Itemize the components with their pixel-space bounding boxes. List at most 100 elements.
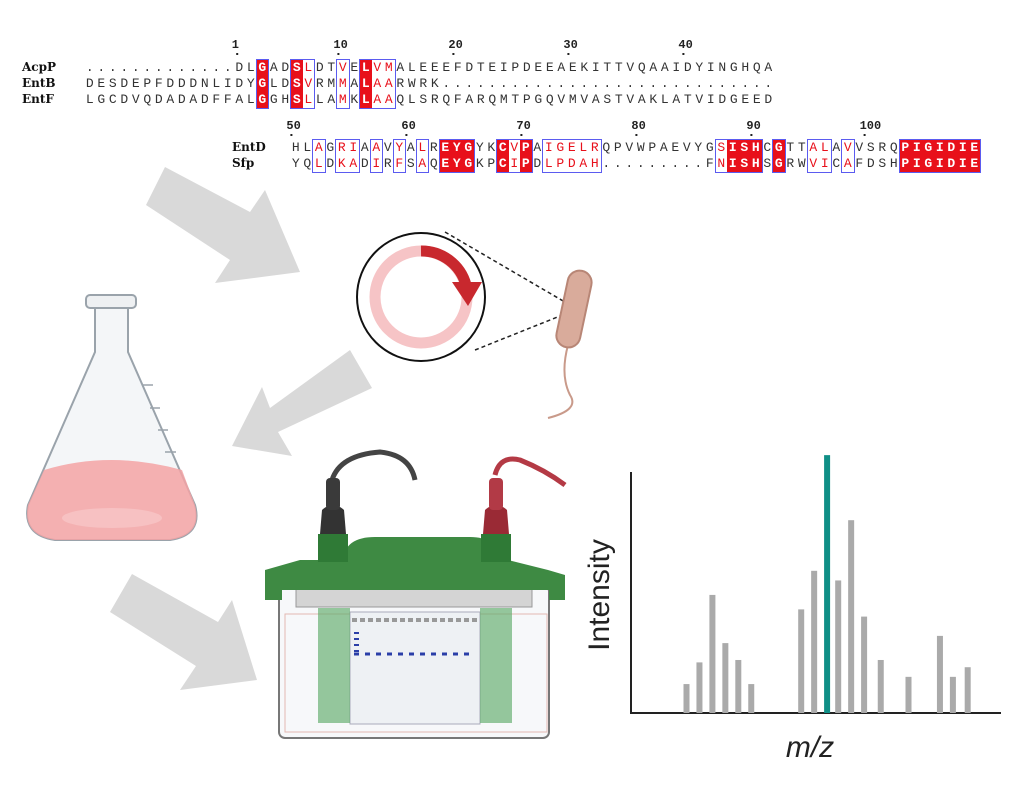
residue: . bbox=[568, 76, 577, 91]
residue: I bbox=[820, 156, 829, 171]
peak bbox=[835, 580, 842, 713]
residue: K bbox=[580, 60, 589, 75]
residue: W bbox=[797, 156, 806, 171]
residue: E bbox=[545, 60, 554, 75]
residue: . bbox=[659, 156, 668, 171]
residue: . bbox=[636, 156, 645, 171]
residue: . bbox=[465, 76, 474, 91]
residue: L bbox=[544, 156, 553, 171]
residue: I bbox=[911, 156, 923, 172]
residue: A bbox=[166, 92, 175, 107]
residue: M bbox=[568, 92, 577, 107]
residue: R bbox=[476, 92, 485, 107]
sequence-name: EntD bbox=[232, 140, 266, 154]
residue: K bbox=[337, 156, 346, 171]
residue: . bbox=[120, 60, 129, 75]
residue: M bbox=[327, 76, 336, 91]
residue: . bbox=[85, 60, 94, 75]
residue: H bbox=[750, 140, 762, 156]
residue: D bbox=[315, 60, 324, 75]
residue: E bbox=[741, 92, 750, 107]
position-number: 10 bbox=[333, 38, 348, 55]
residue: L bbox=[304, 92, 313, 107]
residue: . bbox=[718, 76, 727, 91]
residue: K bbox=[430, 76, 439, 91]
residue: V bbox=[304, 76, 313, 91]
residue: A bbox=[579, 156, 588, 171]
similarity-box bbox=[772, 139, 786, 173]
residue: G bbox=[773, 140, 785, 156]
residue: P bbox=[648, 140, 657, 155]
position-number: 40 bbox=[678, 38, 693, 55]
residue: R bbox=[419, 76, 428, 91]
residue: A bbox=[189, 92, 198, 107]
residue: F bbox=[212, 92, 221, 107]
residue: I bbox=[957, 156, 969, 172]
residue: D bbox=[235, 76, 244, 91]
direction-arrow-icon bbox=[452, 282, 482, 306]
position-number: 60 bbox=[401, 119, 416, 136]
residue: . bbox=[683, 76, 692, 91]
residue: Y bbox=[451, 156, 463, 172]
residue: A bbox=[809, 140, 818, 155]
residue: R bbox=[878, 140, 887, 155]
position-number: 1 bbox=[231, 38, 239, 55]
residue: G bbox=[729, 60, 738, 75]
residue: L bbox=[418, 140, 427, 155]
residue: I bbox=[911, 140, 923, 156]
residue: A bbox=[327, 92, 336, 107]
residue: A bbox=[672, 92, 681, 107]
residue: I bbox=[934, 156, 946, 172]
residue: V bbox=[843, 140, 852, 155]
residue: D bbox=[522, 60, 531, 75]
residue: G bbox=[922, 156, 934, 172]
residue: L bbox=[407, 60, 416, 75]
peak bbox=[964, 667, 971, 713]
residue: A bbox=[649, 60, 658, 75]
residue: D bbox=[235, 60, 244, 75]
residue: H bbox=[590, 156, 599, 171]
residue: A bbox=[373, 92, 382, 107]
residue: F bbox=[705, 156, 714, 171]
residue: G bbox=[326, 140, 335, 155]
residue: . bbox=[626, 76, 635, 91]
residue: T bbox=[683, 92, 692, 107]
residue: . bbox=[476, 76, 485, 91]
similarity-box bbox=[369, 139, 383, 173]
residue: V bbox=[682, 140, 691, 155]
residue: L bbox=[304, 60, 313, 75]
residue: L bbox=[360, 76, 372, 92]
residue: V bbox=[855, 140, 864, 155]
residue: G bbox=[462, 156, 474, 172]
residue: G bbox=[922, 140, 934, 156]
residue: I bbox=[727, 140, 739, 156]
similarity-box bbox=[898, 139, 981, 173]
residue: K bbox=[475, 156, 484, 171]
residue: T bbox=[797, 140, 806, 155]
residue: D bbox=[465, 60, 474, 75]
residue: P bbox=[899, 156, 911, 172]
residue: L bbox=[360, 92, 372, 108]
residue: G bbox=[729, 92, 738, 107]
residue: H bbox=[750, 156, 762, 172]
residue: P bbox=[520, 140, 532, 156]
residue: N bbox=[200, 76, 209, 91]
residue: . bbox=[511, 76, 520, 91]
residue: C bbox=[108, 92, 117, 107]
residue: C bbox=[763, 140, 772, 155]
residue: . bbox=[557, 76, 566, 91]
sequence-name: EntB bbox=[22, 76, 56, 90]
residue: . bbox=[706, 76, 715, 91]
residue: . bbox=[625, 156, 634, 171]
peak bbox=[811, 570, 818, 713]
residue: D bbox=[120, 92, 129, 107]
peak bbox=[748, 684, 755, 713]
residue: A bbox=[832, 140, 841, 155]
gel-electrophoresis-icon bbox=[265, 449, 567, 739]
residue: H bbox=[281, 92, 290, 107]
residue: P bbox=[613, 140, 622, 155]
residue: . bbox=[154, 60, 163, 75]
peak bbox=[709, 594, 716, 713]
residue: L bbox=[246, 92, 255, 107]
